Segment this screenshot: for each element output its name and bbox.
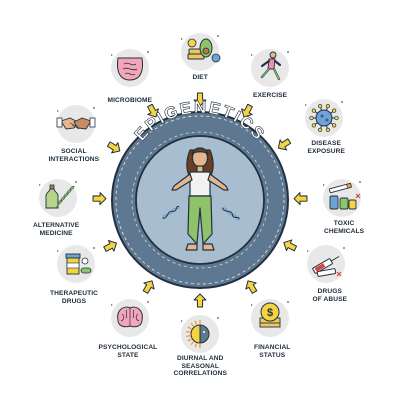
label-line: DISEASE [311,140,342,147]
label-line: PSYCHOLOGICAL [98,344,158,351]
arrows-layer [92,92,308,308]
label-line: CHEMICALS [324,227,365,235]
label-line: INTERACTIONS [48,155,100,163]
cigarette-bottles-icon [323,179,361,217]
arrow-drugs-of-abuse-icon [283,239,298,252]
label-line: SOCIAL [61,148,87,155]
icons-layer: $ [39,33,361,353]
virus-icon [305,99,343,137]
arrow-toxic-chemicals-icon [293,192,308,206]
label-line: FINANCIAL [254,344,291,351]
label-line: SEASONAL [181,362,219,370]
label-line: MICROBIOME [107,97,153,104]
arrow-disease-exposure-icon [277,138,292,151]
label-line: DIURNAL AND [176,355,224,362]
arrow-financial-status-icon [245,280,258,294]
arrow-exercise-icon [241,103,253,118]
label-line: STATE [117,351,139,359]
pill-bottle-icon [57,245,95,283]
runner-icon [251,49,289,87]
intestine-icon [111,49,149,87]
label-line: OF ABUSE [312,295,348,303]
svg-text:$: $ [267,307,273,319]
dna-strand-right-icon [222,207,240,221]
arrow-microbiome-icon [147,103,159,118]
label-line: DRUGS [317,288,342,295]
sun-moon-icon [181,315,219,353]
arrow-diurnal-seasonal-icon [193,293,207,308]
arrow-diet-icon [193,92,207,107]
dna-strand-left-icon [161,205,180,219]
coins-icon: $ [251,299,289,337]
label-diet: DIET [193,74,208,82]
arrow-therapeutic-drugs-icon [103,240,117,252]
vegetables-weights-icon [181,33,221,71]
label-line: DRUGS [61,297,87,305]
herb-oil-icon [39,179,77,217]
arrow-social-interactions-icon [106,141,121,154]
label-line: EXERCISE [253,92,288,99]
arrow-psychological-state-icon [142,280,155,294]
label-line: ALTERNATIVE [33,222,80,229]
label-line: TOXIC [333,220,355,227]
label-line: CORRELATIONS [173,370,227,378]
label-microbiome: MICROBIOME [108,97,153,105]
syringe-icon [307,245,345,283]
label-line: EXPOSURE [307,147,345,155]
handshake-icon [56,105,96,143]
label-line: DIET [192,74,208,81]
person-figure [171,147,229,251]
label-line: THERAPEUTIC [50,290,98,297]
label-exercise: EXERCISE [253,92,287,100]
label-line: STATUS [259,351,286,359]
label-line: MEDICINE [39,229,73,237]
arrow-alternative-medicine-icon [92,192,107,206]
brain-icon [111,299,149,337]
